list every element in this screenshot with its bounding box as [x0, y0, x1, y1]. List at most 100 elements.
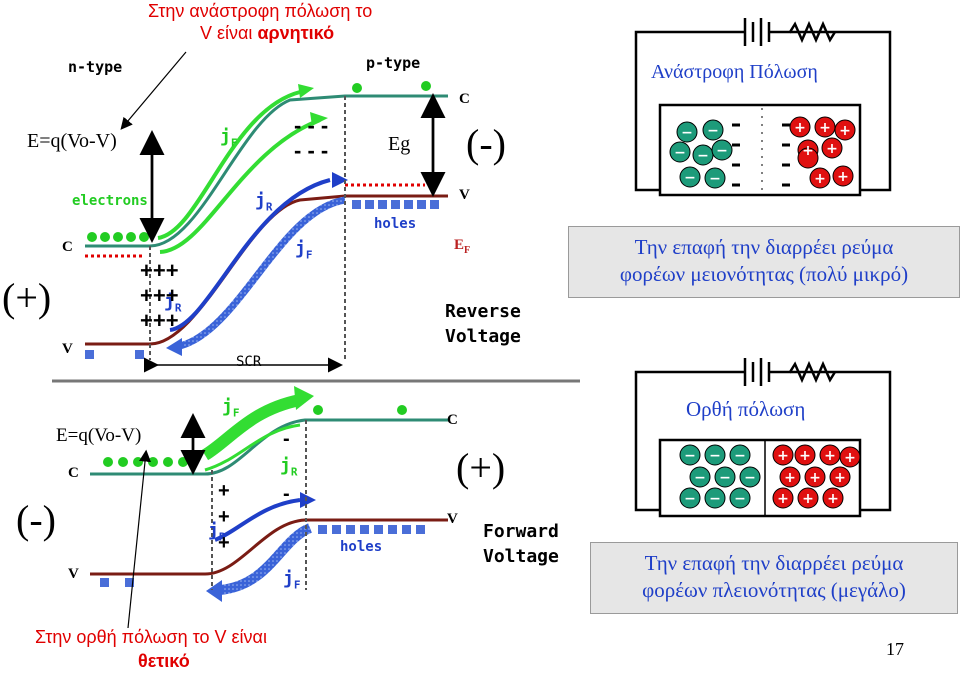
jr2-j: j	[164, 291, 175, 312]
svg-text:+: +	[826, 141, 838, 157]
forward-valence-band	[90, 518, 448, 576]
forward-jr-label-low: jR	[208, 522, 225, 543]
reverse-dashes-2: - - -	[294, 138, 329, 163]
right-top-caption-box: Την επαφή την διαρρέει ρεύμα φορέων μειο…	[568, 226, 960, 298]
forward-v-right: V	[447, 511, 458, 527]
right-bottom-caption-line1: Την επαφή την διαρρέει ρεύμα	[644, 551, 904, 575]
svg-text:−: −	[709, 448, 721, 464]
svg-text:+: +	[777, 448, 789, 464]
forward-c-right: C	[447, 412, 458, 428]
p-type-label: p-type	[366, 54, 421, 72]
svg-text:−: −	[716, 143, 728, 159]
fjf-sub: F	[232, 406, 240, 420]
svg-text:+: +	[844, 450, 856, 466]
forward-jf-arrow	[201, 394, 302, 461]
svg-text:−: −	[709, 491, 721, 507]
fjr-j: j	[280, 455, 291, 476]
eg-label: Eg	[388, 133, 411, 155]
svg-text:+: +	[819, 120, 831, 136]
fjf2-j: j	[283, 568, 294, 589]
reverse-v-left: V	[62, 341, 73, 357]
electrons-label: electrons	[72, 193, 148, 209]
jr-sub: R	[265, 200, 273, 214]
svg-text:+: +	[802, 491, 814, 507]
right-top-caption-line2: φορέων μειονότητας (πολύ μικρό)	[619, 262, 909, 287]
svg-text:-: -	[283, 483, 290, 505]
forward-jf-label-low: jF	[283, 570, 300, 591]
svg-text:+: +	[784, 470, 796, 486]
forward-holes-squares	[100, 525, 425, 587]
carrier-symbols: −−− −−−− +++ ++++ −−− −−− −−− ++++ +++ +…	[674, 120, 856, 507]
top-note-line2: V είναι αρνητικό	[200, 24, 334, 42]
jf-sub: F	[230, 136, 238, 150]
reverse-plus-sign: (+)	[2, 275, 52, 320]
svg-text:−: −	[734, 491, 746, 507]
reverse-jr-label-top: jR	[255, 192, 272, 213]
forward-jf-hatched	[219, 523, 313, 595]
reverse-c-left: C	[62, 239, 73, 255]
forward-v-left: V	[68, 566, 79, 582]
reverse-minus-sign: (-)	[466, 121, 506, 166]
ef-label: EF	[454, 238, 470, 256]
n-type-label: n-type	[68, 58, 123, 76]
reverse-eq-label: E=q(Vo-V)	[27, 130, 117, 152]
bottom-p-carriers	[772, 444, 861, 509]
reverse-jr-label-low: jR	[164, 293, 181, 314]
svg-text:−: −	[694, 470, 706, 486]
forward-plus-sign: (+)	[456, 445, 506, 490]
svg-text:+: +	[809, 470, 821, 486]
reverse-jf-label-mid: jF	[295, 240, 312, 261]
forward-voltage-line2: Voltage	[483, 546, 559, 567]
top-n-carriers	[669, 119, 733, 189]
svg-text:-: -	[283, 428, 290, 450]
jf2-sub: F	[305, 248, 313, 262]
jr-j: j	[255, 190, 266, 211]
right-bottom-caption-line2: φορέων πλειονότητας (μεγάλο)	[642, 578, 906, 603]
forward-plus-charges: +++	[218, 480, 230, 554]
svg-text:−: −	[709, 171, 721, 187]
reverse-dashes: - - -	[294, 113, 329, 138]
top-p-carriers	[789, 116, 856, 189]
svg-text:−: −	[681, 125, 693, 141]
reverse-jr-arrow	[169, 178, 331, 332]
reverse-electrons	[87, 232, 149, 242]
top-note-line2-bold: αρνητικό	[257, 23, 335, 43]
reverse-c-right: C	[459, 91, 470, 107]
right-top-caption-line1: Την επαφή την διαρρέει ρεύμα	[634, 235, 894, 259]
top-note-line2-prefix: V είναι	[200, 23, 258, 43]
forward-voltage-line1: Forward	[483, 521, 559, 542]
reverse-voltage-line1: Reverse	[445, 301, 521, 322]
jf-j: j	[220, 126, 231, 147]
svg-text:−: −	[684, 491, 696, 507]
ef-sub: F	[464, 245, 471, 256]
forward-eq-label: E=q(Vo-V)	[56, 425, 142, 446]
svg-text:+: +	[777, 491, 789, 507]
bottom-n-carriers	[679, 444, 761, 509]
forward-jr-label-top: jR	[280, 457, 297, 478]
svg-text:−: −	[719, 470, 731, 486]
forward-jf-label-top: jF	[222, 398, 239, 419]
reverse-green-lower	[159, 118, 321, 254]
svg-text:−: −	[684, 448, 696, 464]
svg-text:+: +	[794, 120, 806, 136]
forward-jr-arrow	[214, 498, 301, 542]
reverse-holes-squares	[352, 200, 439, 209]
svg-text:−: −	[734, 448, 746, 464]
reverse-plus-charges: +++++++++	[140, 258, 179, 333]
reverse-jf-arrow-top	[157, 90, 301, 240]
bottom-circuit	[634, 358, 892, 512]
right-bottom-title: Ορθή πόλωση	[686, 397, 806, 421]
svg-text:−: −	[697, 148, 709, 164]
svg-text:+: +	[799, 448, 811, 464]
reverse-v-right: V	[459, 187, 470, 203]
svg-text:−: −	[674, 145, 686, 161]
scr-label: SCR	[236, 354, 262, 370]
reverse-holes-label: holes	[374, 216, 417, 232]
page-number: 17	[886, 639, 904, 659]
svg-text:+: +	[827, 491, 839, 507]
fjf2-sub: F	[293, 578, 301, 592]
right-bottom-caption-box: Την επαφή την διαρρέει ρεύμα φορέων πλει…	[590, 542, 958, 614]
forward-conduction-band	[90, 418, 448, 476]
top-circuit	[634, 18, 892, 192]
